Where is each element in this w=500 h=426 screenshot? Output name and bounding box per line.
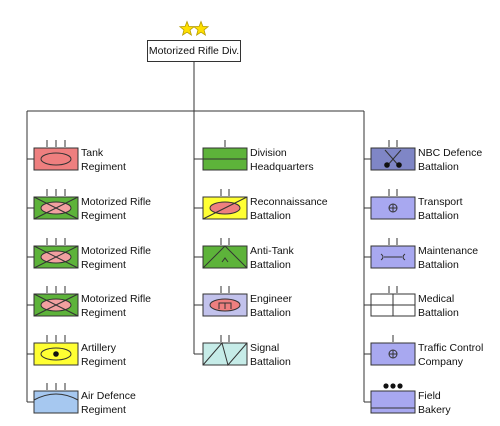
recon-slash-icon xyxy=(202,196,248,220)
unit-right-5 xyxy=(364,383,416,414)
unit-right-4 xyxy=(364,335,416,366)
unit-left-3 xyxy=(27,286,79,317)
rank-stars xyxy=(178,20,210,36)
unit-frame xyxy=(33,147,79,171)
unit-frame xyxy=(370,390,416,414)
nbc-retort-icon xyxy=(384,149,400,167)
anti-tank-chevron-icon xyxy=(202,245,248,269)
unit-left-0 xyxy=(27,140,79,171)
armour-icon xyxy=(40,347,72,361)
unit-middle-2 xyxy=(194,238,248,269)
signal-lightning-icon xyxy=(202,341,248,367)
unit-left-4 xyxy=(27,335,79,366)
unit-middle-4 xyxy=(194,335,248,367)
rank-star-icon xyxy=(192,20,210,36)
nbc-bulb-icon xyxy=(396,162,402,168)
echelon-dot xyxy=(390,383,396,389)
unit-right-3 xyxy=(364,286,416,317)
rank-star-icon xyxy=(178,20,196,36)
armour-icon xyxy=(40,152,72,166)
unit-left-1 xyxy=(27,189,79,220)
anti-tank-small-chevron-icon xyxy=(221,257,229,263)
echelon-dot xyxy=(383,383,389,389)
unit-left-5 xyxy=(27,383,79,414)
nbc-retort-icon xyxy=(386,149,402,167)
unit-right-2 xyxy=(364,238,416,269)
infantry-cross-icon xyxy=(33,245,79,269)
echelon-dot xyxy=(397,383,403,389)
air-defence-arc-icon xyxy=(33,393,79,401)
infantry-cross-icon xyxy=(33,293,79,317)
unit-right-0 xyxy=(364,140,416,171)
unit-middle-3 xyxy=(194,286,248,317)
artillery-dot-icon xyxy=(53,351,59,357)
nbc-bulb-icon xyxy=(384,162,390,168)
unit-frame xyxy=(33,390,79,414)
unit-middle-0 xyxy=(194,140,248,171)
division-label: Motorized Rifle Div. xyxy=(148,45,240,57)
unit-middle-1 xyxy=(194,189,248,220)
infantry-cross-icon xyxy=(33,196,79,220)
maintenance-wrench-icon xyxy=(380,253,406,261)
engineer-bridge-icon xyxy=(218,302,232,309)
unit-symbols xyxy=(27,140,416,414)
unit-right-1 xyxy=(364,189,416,220)
division-box: Motorized Rifle Div. xyxy=(147,40,241,62)
unit-left-2 xyxy=(27,238,79,269)
unit-frame xyxy=(202,245,248,269)
